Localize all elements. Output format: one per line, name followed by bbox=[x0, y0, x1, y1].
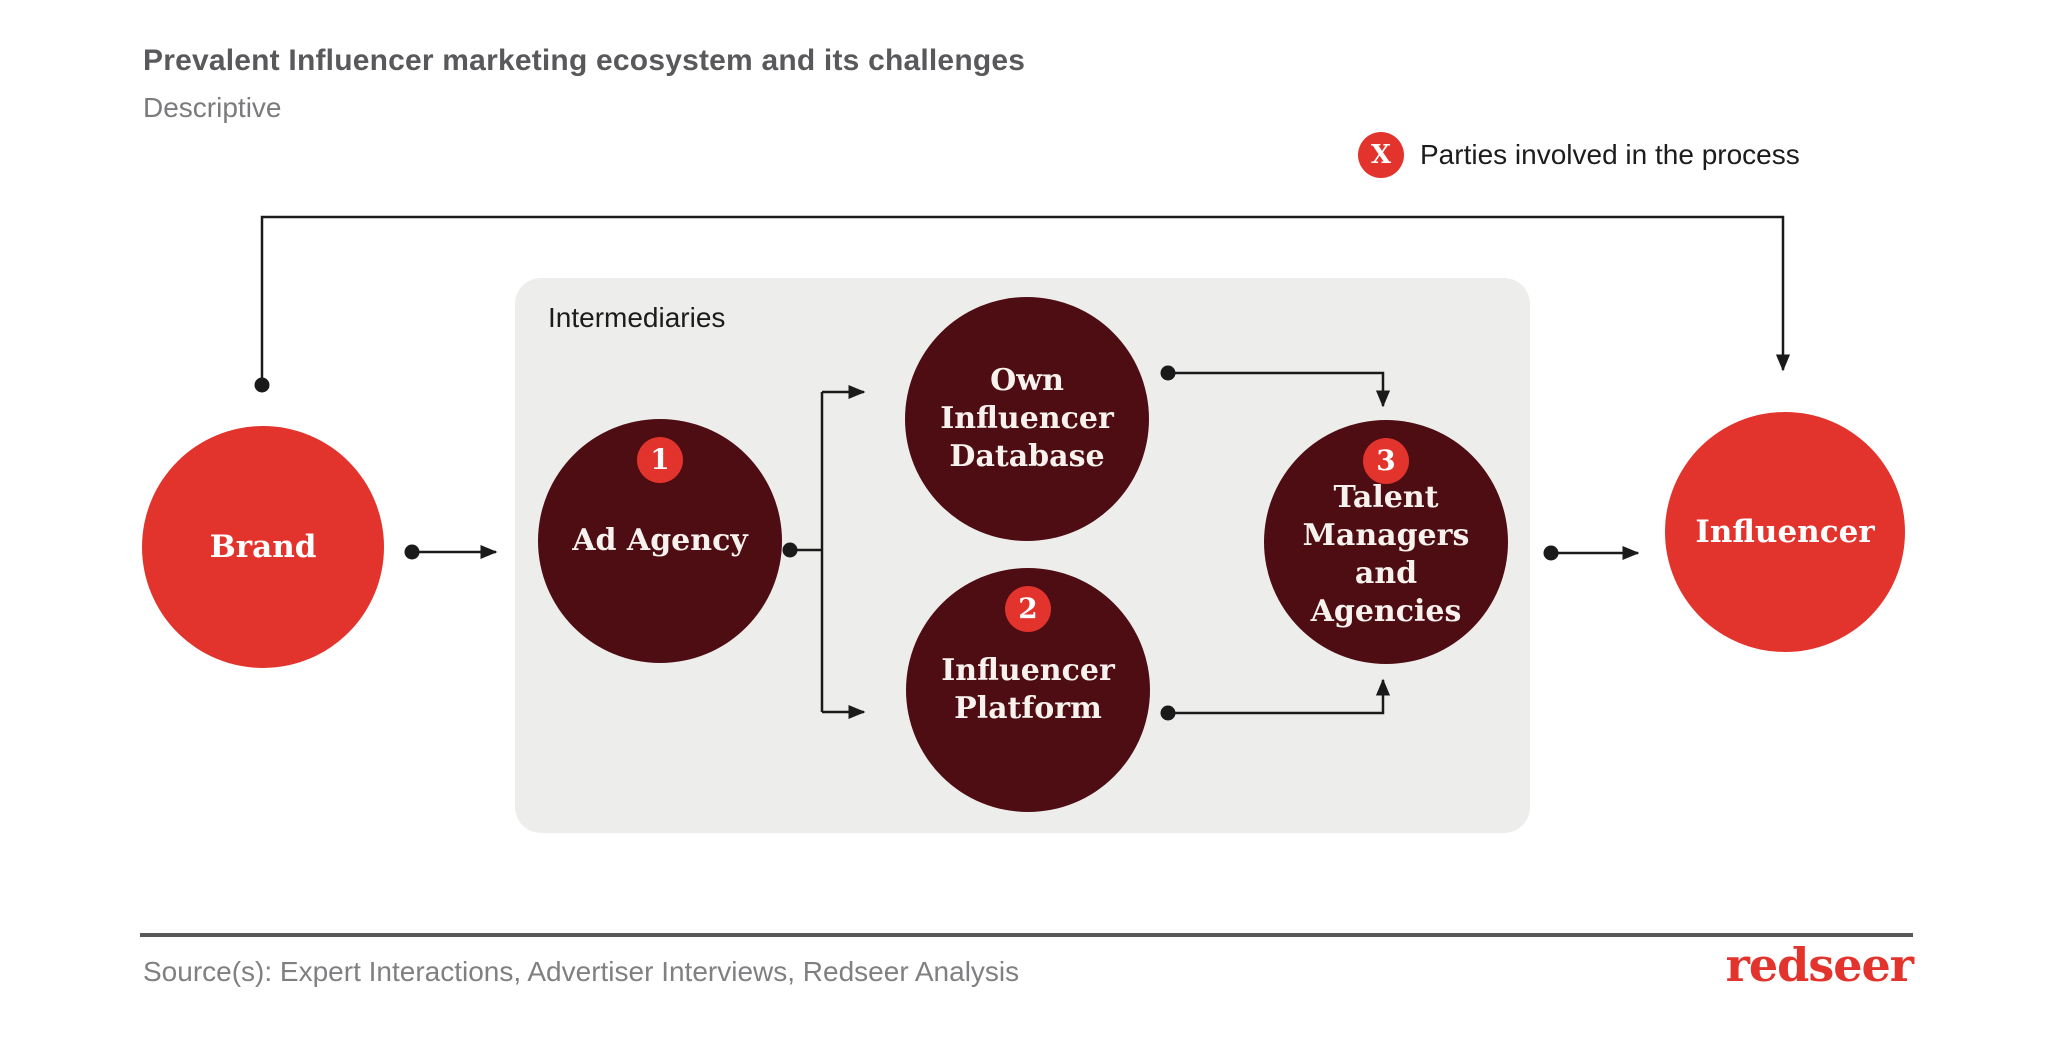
legend-label: Parties involved in the process bbox=[1420, 139, 1800, 170]
node-own-influencer-database: Own Influencer Database bbox=[905, 297, 1149, 541]
badge-2: 2 bbox=[1005, 586, 1051, 632]
node-influencer-label: Influencer bbox=[1695, 514, 1875, 550]
legend-party-icon: X bbox=[1358, 132, 1404, 178]
wire-dot bbox=[254, 377, 270, 393]
redseer-logo: redseer bbox=[1725, 938, 1914, 992]
source-note: Source(s): Expert Interactions, Advertis… bbox=[143, 956, 1020, 987]
legend: X Parties involved in the process bbox=[1358, 132, 1800, 178]
wire-dot bbox=[404, 544, 420, 560]
page-title: Prevalent Influencer marketing ecosystem… bbox=[143, 44, 1026, 77]
node-talent-managers-label: Talent Managers and Agencies bbox=[1302, 480, 1470, 629]
node-talent-managers: 3 Talent Managers and Agencies bbox=[1264, 420, 1508, 664]
node-own-influencer-database-label: Own Influencer Database bbox=[940, 363, 1114, 474]
node-ad-agency: 1 Ad Agency bbox=[538, 419, 782, 663]
footer-divider bbox=[140, 933, 1913, 937]
node-ad-agency-label: Ad Agency bbox=[572, 523, 748, 558]
node-brand: Brand bbox=[142, 426, 384, 668]
node-brand-label: Brand bbox=[209, 529, 317, 565]
page-subtitle: Descriptive bbox=[143, 92, 282, 123]
node-influencer-platform: 2 Influencer Platform bbox=[906, 568, 1150, 812]
node-influencer-platform-label: Influencer Platform bbox=[941, 653, 1115, 726]
badge-3: 3 bbox=[1363, 438, 1409, 484]
node-influencer: Influencer bbox=[1665, 412, 1905, 652]
badge-1: 1 bbox=[637, 437, 683, 483]
intermediaries-label: Intermediaries bbox=[548, 302, 726, 333]
wire-dot bbox=[1543, 545, 1559, 561]
